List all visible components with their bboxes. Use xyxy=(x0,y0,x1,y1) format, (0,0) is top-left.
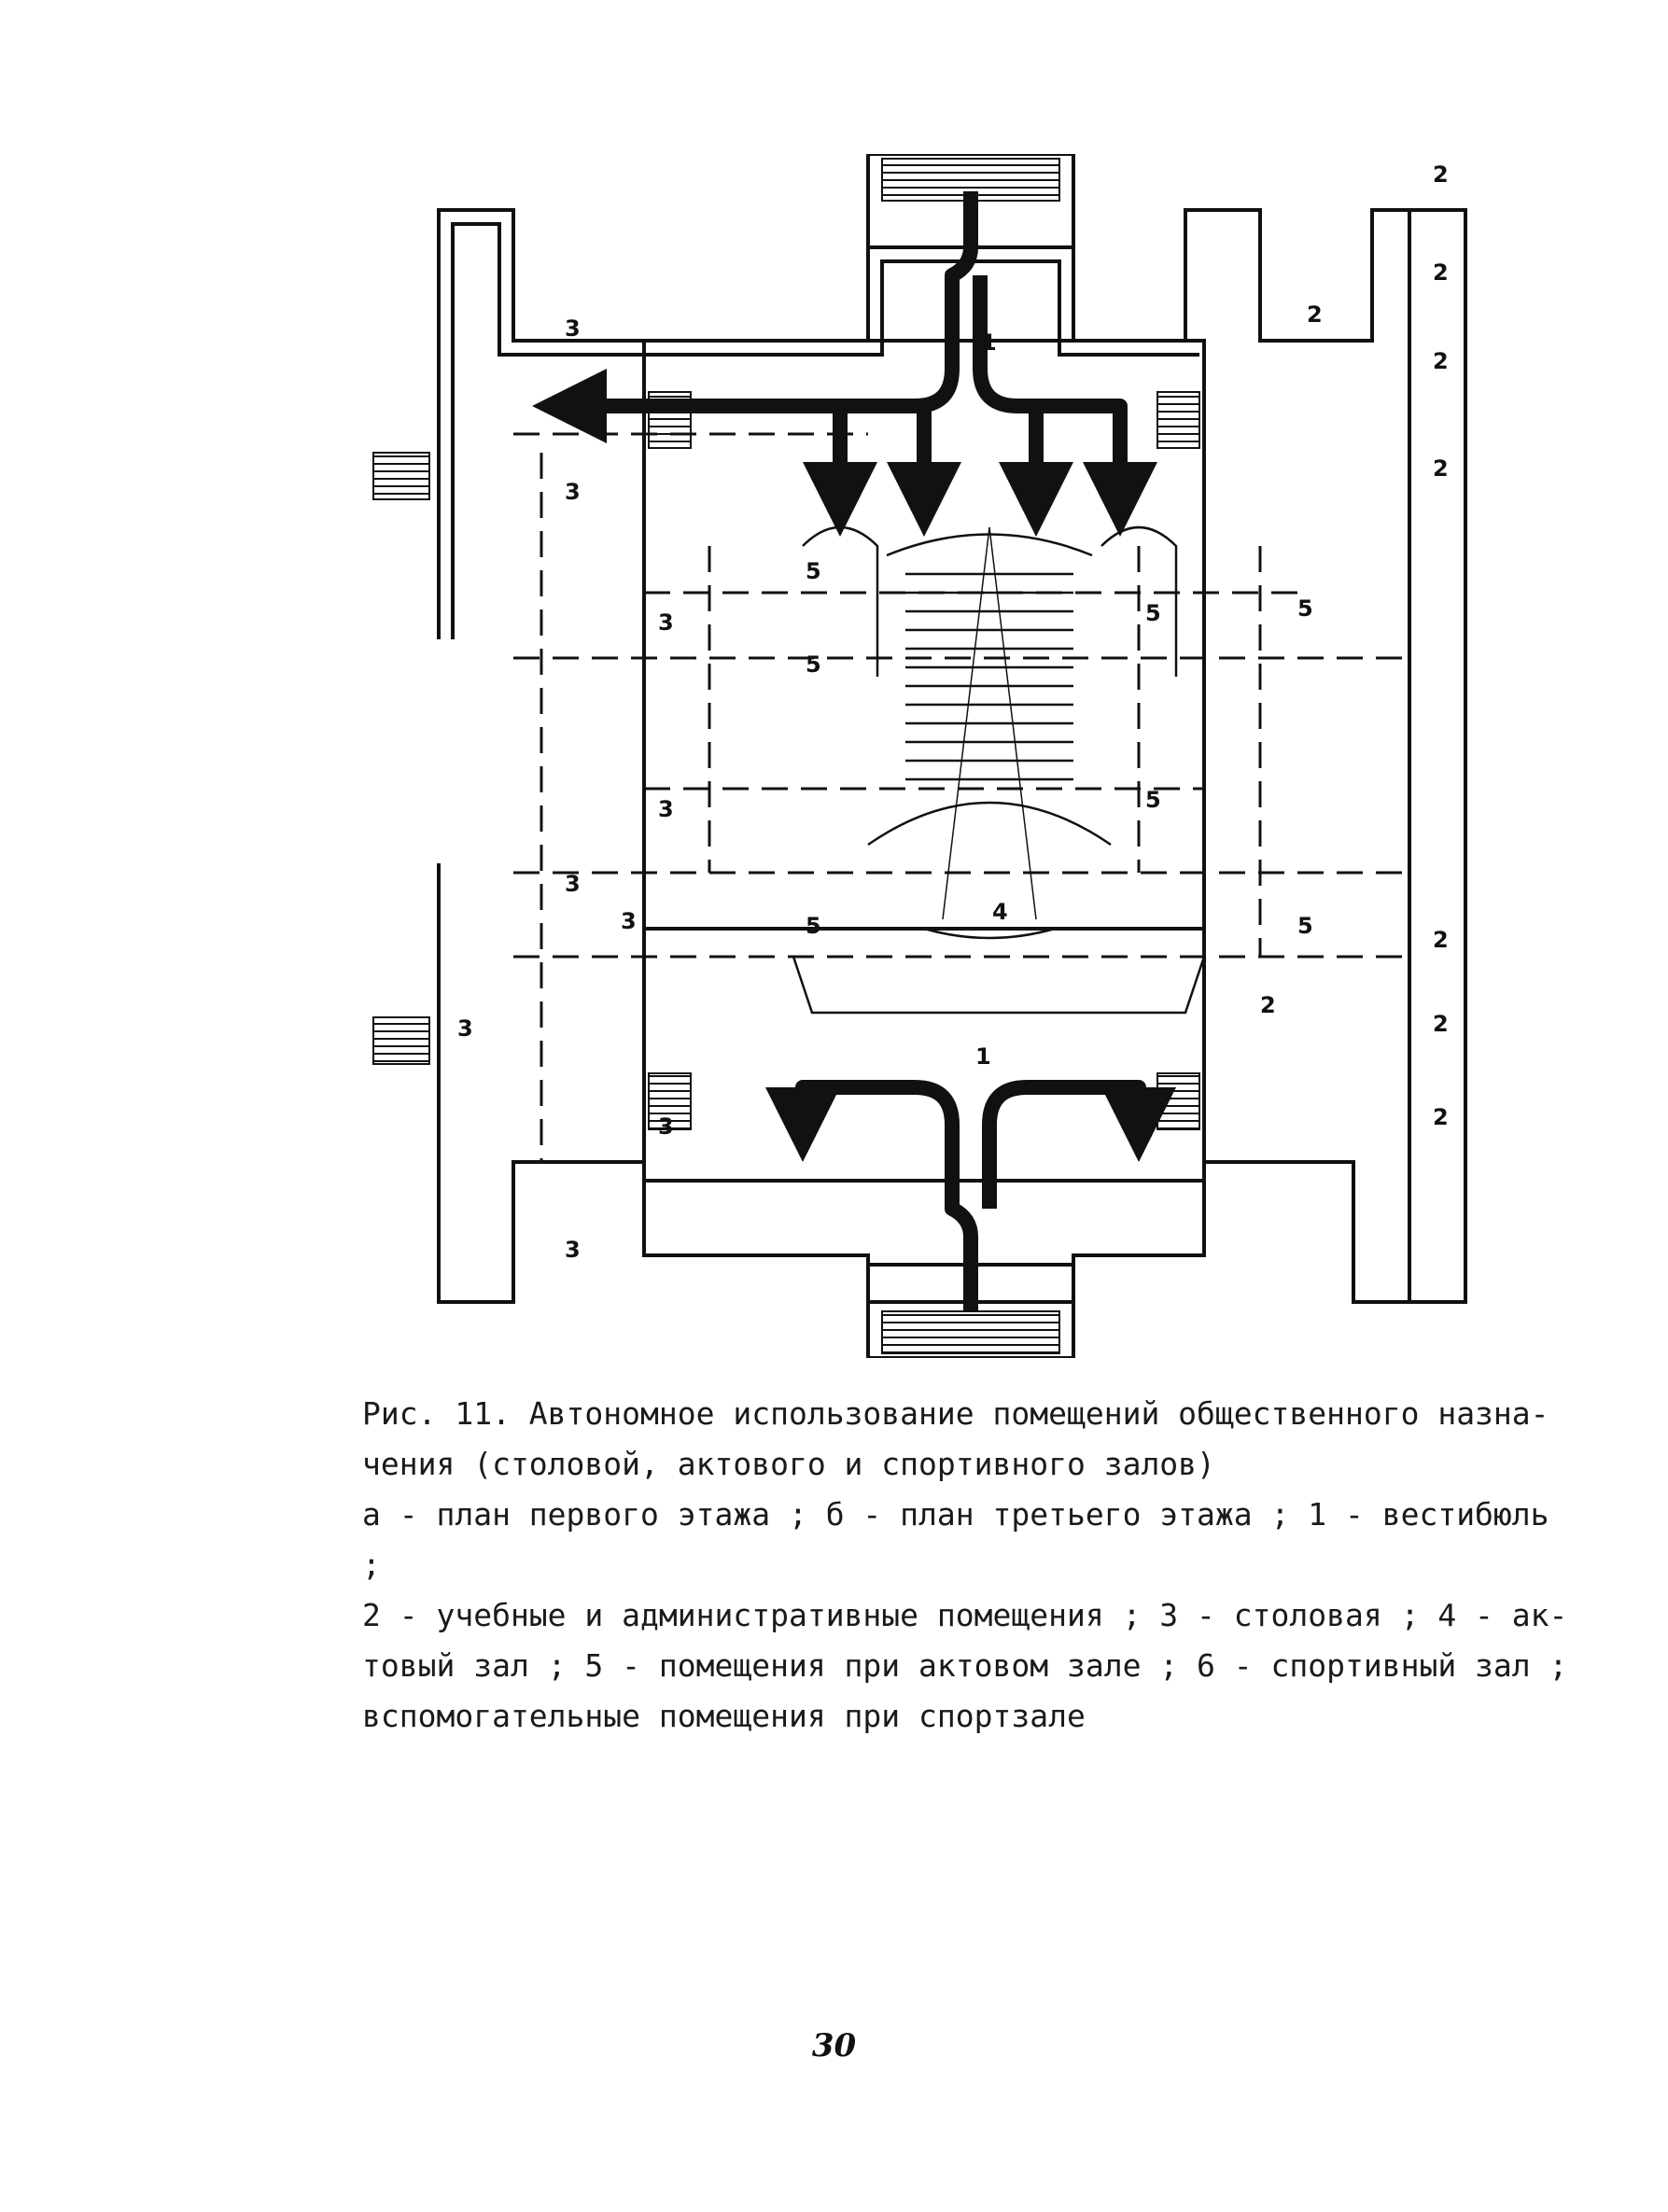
room-label-5: 5 xyxy=(1145,787,1161,813)
room-label-3: 3 xyxy=(565,315,581,342)
room-label-2: 2 xyxy=(1433,1104,1449,1130)
room-label-3: 3 xyxy=(621,908,637,934)
room-label-5: 5 xyxy=(1145,600,1161,626)
room-label-4: 4 xyxy=(992,899,1008,925)
room-label-2: 2 xyxy=(1260,992,1276,1018)
room-label-2: 2 xyxy=(1433,259,1449,286)
room-label-2: 2 xyxy=(1307,301,1323,328)
room-label-3: 3 xyxy=(565,871,581,897)
room-label-2: 2 xyxy=(1433,1011,1449,1037)
dashed-partitions xyxy=(513,432,1409,1162)
floor-plan-figure: 1 1 2 2 2 2 2 2 2 2 2 3 3 3 3 3 3 3 3 3 xyxy=(364,154,1605,1358)
caption-legend-line: а - план первого этажа ; б - план третье… xyxy=(362,1496,1549,1583)
room-label-3: 3 xyxy=(565,479,581,505)
figure-caption: Рис. 11. Автономное использование помеще… xyxy=(362,1389,1576,1742)
page-number: 30 xyxy=(811,2027,857,2065)
room-label-5: 5 xyxy=(806,913,821,939)
caption-title-line-1: Рис. 11. Автономное использование помеще… xyxy=(362,1395,1549,1432)
room-label-3: 3 xyxy=(565,1237,581,1263)
room-label-1: 1 xyxy=(981,329,997,356)
building-walls xyxy=(437,154,1467,1358)
assembly-hall-seating xyxy=(792,525,1206,1015)
room-label-5: 5 xyxy=(806,651,821,678)
room-label-2: 2 xyxy=(1433,161,1449,188)
room-label-2: 2 xyxy=(1433,927,1449,953)
caption-legend-line: вспомогательные помещения при спортзале xyxy=(362,1698,1086,1734)
floor-plan-drawing: 1 1 2 2 2 2 2 2 2 2 2 3 3 3 3 3 3 3 3 3 xyxy=(372,154,1467,1358)
room-label-2: 2 xyxy=(1433,455,1449,482)
room-label-2: 2 xyxy=(1433,348,1449,374)
caption-legend-line: товый зал ; 5 - помещения при актовом за… xyxy=(362,1647,1568,1684)
room-label-3: 3 xyxy=(457,1015,473,1042)
stair-hatching xyxy=(372,158,1200,1354)
caption-title-line-2: чения (столовой, актового и спортивного … xyxy=(362,1446,1215,1482)
caption-legend-line: 2 - учебные и административные помещения… xyxy=(362,1597,1568,1633)
room-labels: 1 1 2 2 2 2 2 2 2 2 2 3 3 3 3 3 3 3 3 3 xyxy=(457,161,1449,1263)
room-label-3: 3 xyxy=(658,1113,674,1140)
room-label-5: 5 xyxy=(1297,595,1313,622)
room-label-5: 5 xyxy=(806,558,821,584)
room-label-3: 3 xyxy=(658,796,674,822)
room-label-5: 5 xyxy=(1297,913,1313,939)
room-label-3: 3 xyxy=(658,609,674,636)
room-label-1: 1 xyxy=(975,1043,991,1070)
circulation-arrows xyxy=(532,191,1176,1311)
